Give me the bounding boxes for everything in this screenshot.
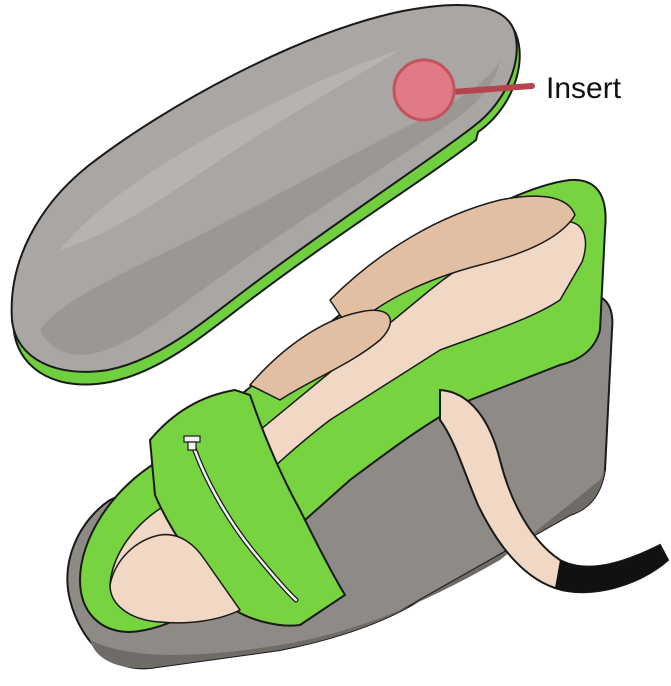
insert-label: Insert xyxy=(546,74,621,104)
insert-marker xyxy=(394,60,454,120)
tongue-toe-cap xyxy=(555,545,668,592)
